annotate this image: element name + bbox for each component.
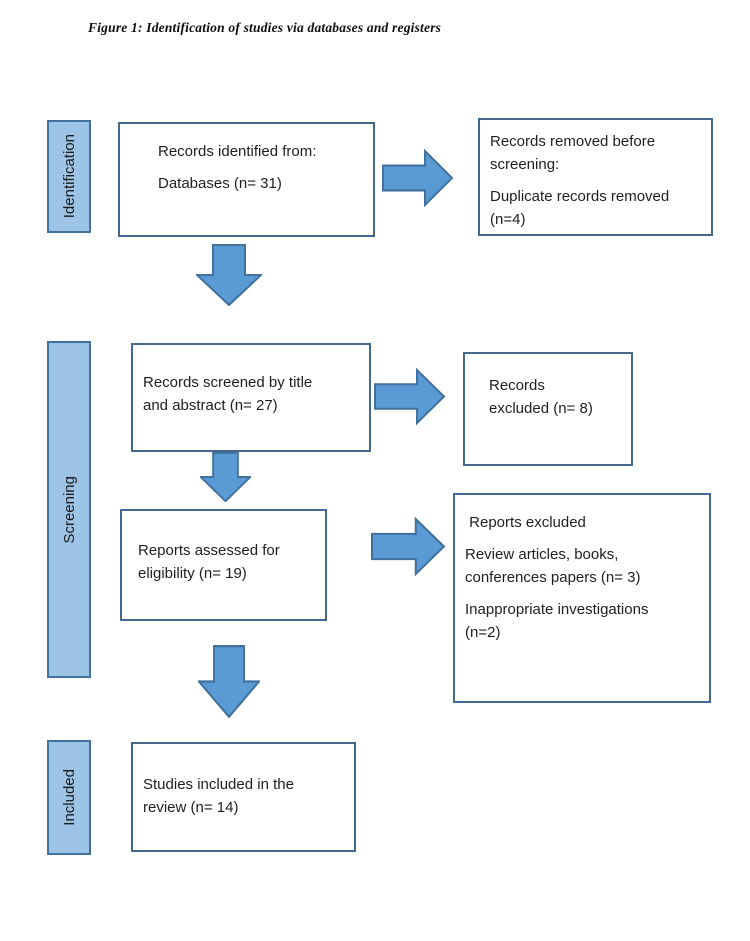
stage-included-label: Included <box>60 769 78 826</box>
box-records-screened: Records screened by title and abstract (… <box>131 343 371 452</box>
stage-identification-label: Identification <box>60 134 78 219</box>
box-text-line: (n=2) <box>465 624 501 641</box>
box-text-line: Records removed before <box>490 133 656 150</box>
box-text-line: Records <box>489 377 545 394</box>
box-text-line: Databases (n= 31) <box>158 175 282 192</box>
arrow-right-icon <box>371 516 446 577</box>
box-text-line: Records identified from: <box>158 143 317 160</box>
arrow-right-3-icon <box>371 516 446 577</box>
arrow-down-icon <box>198 451 253 503</box>
box-reports-excluded: Reports excluded Review articles, books,… <box>453 493 711 703</box>
box-text-line: Reports assessed for <box>138 542 280 559</box>
arrow-down-3-icon <box>196 645 262 719</box>
box-text-line: Records screened by title <box>143 374 313 391</box>
box-text-line: Review articles, books, <box>465 546 619 563</box>
box-text-line: screening: <box>490 156 560 173</box>
figure-title: Figure 1: Identification of studies via … <box>88 20 442 35</box>
box-studies-included: Studies included in the review (n= 14) <box>131 742 356 852</box>
box-records-identified: Records identified from: Databases (n= 3… <box>118 122 375 237</box>
stage-screening: Screening <box>47 341 91 678</box>
arrow-down-1-icon <box>194 244 264 307</box>
arrow-right-2-icon <box>374 367 446 426</box>
arrow-right-1-icon <box>382 148 454 208</box>
arrow-down-2-icon <box>198 451 253 503</box>
arrow-down-icon <box>194 244 264 307</box>
box-text-line: (n=4) <box>490 211 526 228</box>
box-text-line: Duplicate records removed <box>490 188 670 205</box>
box-text-line: conferences papers (n= 3) <box>465 569 641 586</box>
box-records-removed: Records removed before screening: Duplic… <box>478 118 713 236</box>
stage-screening-label: Screening <box>60 475 78 544</box>
arrow-right-icon <box>382 148 454 208</box>
box-text-line: Reports excluded <box>465 514 586 531</box>
box-text-line: eligibility (n= 19) <box>138 565 247 582</box>
box-text-line: review (n= 14) <box>143 799 239 816</box>
box-text-line: Inappropriate investigations <box>465 601 649 618</box>
stage-identification: Identification <box>47 120 91 233</box>
arrow-down-icon <box>196 645 262 719</box>
box-text-line: Studies included in the <box>143 776 294 793</box>
box-records-excluded: Records excluded (n= 8) <box>463 352 633 466</box>
arrow-right-icon <box>374 367 446 426</box>
box-text-line: and abstract (n= 27) <box>143 397 278 414</box>
box-reports-assessed: Reports assessed for eligibility (n= 19) <box>120 509 327 621</box>
box-text-line: excluded (n= 8) <box>489 400 593 417</box>
stage-included: Included <box>47 740 91 855</box>
